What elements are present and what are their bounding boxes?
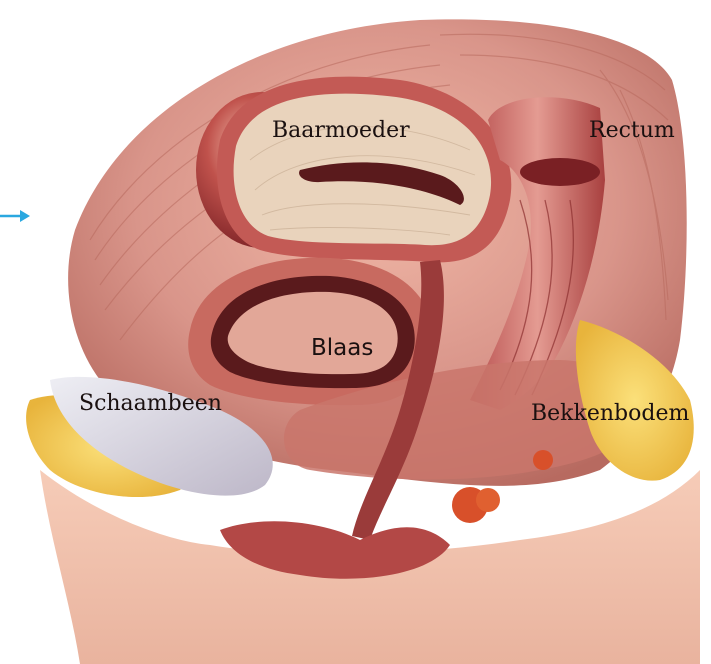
label-rectum: Rectum	[589, 120, 675, 142]
label-pelvic-floor: Bekkenbodem	[531, 403, 689, 425]
label-uterus: Baarmoeder	[272, 120, 410, 142]
arrow-right-icon	[0, 210, 30, 222]
label-pubic-bone: Schaambeen	[79, 393, 222, 415]
label-bladder: Blaas	[311, 337, 373, 360]
